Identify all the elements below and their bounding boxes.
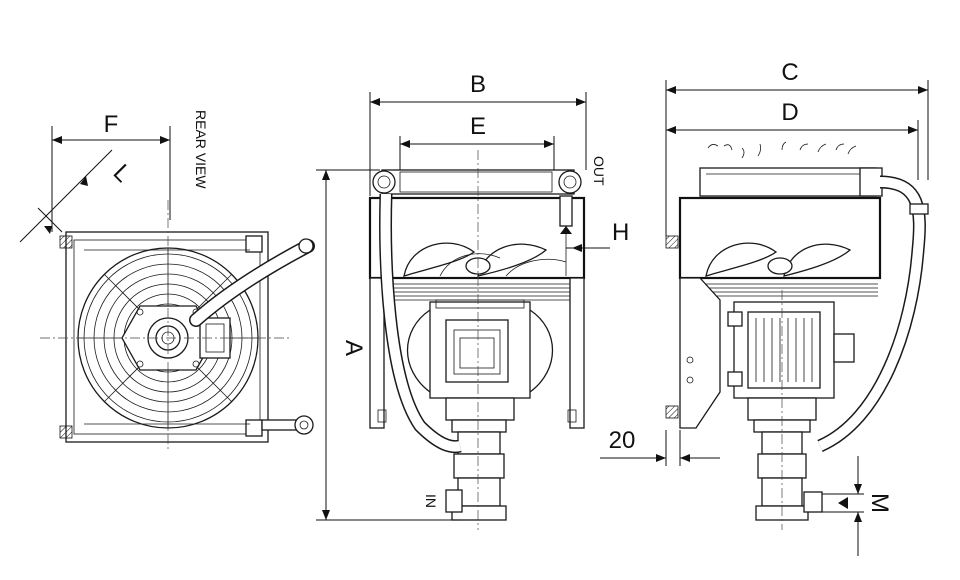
front-motor [407, 299, 553, 399]
front-out-fitting [559, 195, 573, 227]
label-angle: L [108, 159, 137, 188]
side-shroud [678, 196, 882, 280]
side-pump [747, 397, 823, 521]
side-bracket [679, 277, 721, 429]
rear-fitting-bottom [245, 419, 263, 437]
label-a: A [340, 340, 367, 356]
label-h: H [612, 219, 629, 246]
front-bracket-left [369, 277, 385, 429]
dimension-d: D [666, 99, 919, 180]
airflow-marks [707, 141, 857, 159]
side-motor [727, 301, 855, 399]
front-shroud [368, 196, 586, 280]
side-fan-blades [705, 242, 852, 277]
side-header-tank [699, 167, 877, 197]
dimension-a: A [316, 169, 460, 521]
front-fins [372, 283, 582, 301]
label-in: IN [423, 494, 439, 508]
front-hose [380, 193, 462, 452]
dimension-f: F [51, 111, 171, 232]
rear-bracket-tl [59, 235, 73, 249]
label-20: 20 [609, 427, 636, 454]
label-rear-view: REAR VIEW [193, 110, 209, 189]
rear-bracket-bl [59, 425, 73, 439]
rear-frame-inner [73, 239, 261, 435]
front-view-drawing [368, 150, 586, 530]
label-e: E [470, 113, 486, 140]
label-c: C [781, 59, 798, 86]
rear-outlet [261, 415, 314, 435]
dimension-20: 20 [600, 427, 720, 466]
label-out: OUT [591, 156, 607, 186]
rear-frame [65, 231, 269, 443]
dimension-c: C [665, 59, 929, 236]
dimension-b: B [369, 71, 587, 196]
rear-hose [189, 238, 315, 327]
label-b: B [470, 71, 486, 98]
label-m: M [866, 493, 893, 513]
front-bracket-right [569, 277, 585, 429]
label-d: D [781, 99, 798, 126]
rear-view-drawing [40, 200, 315, 450]
front-fan-blades [403, 242, 567, 277]
rear-fitting-top [245, 235, 263, 253]
side-view-drawing [665, 141, 929, 530]
dimension-e: E [399, 113, 555, 170]
side-hose [817, 177, 925, 451]
dimension-m: M [822, 456, 893, 556]
label-f: F [104, 111, 119, 138]
dimension-angle: L [19, 149, 137, 243]
front-pump [445, 397, 515, 521]
dimension-h: H [566, 219, 629, 252]
